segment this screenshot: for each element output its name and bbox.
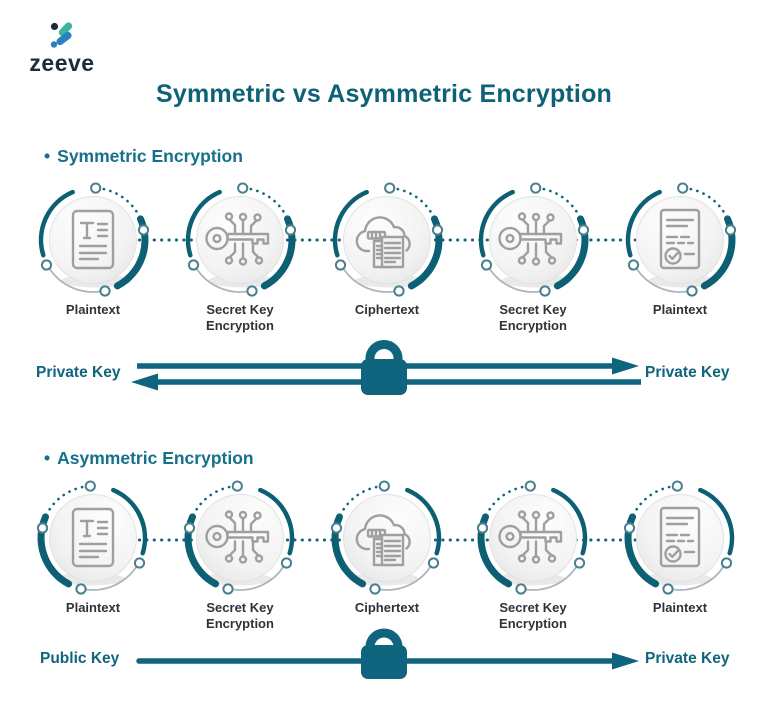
step-label: Secret Key Encryption: [206, 302, 274, 334]
symmetric-heading-text: Symmetric Encryption: [57, 146, 243, 166]
step-circle: [180, 180, 300, 300]
step-circle: [473, 478, 593, 598]
step-label: Plaintext: [65, 302, 121, 317]
step-circle: [327, 478, 447, 598]
step-circle: [180, 478, 300, 598]
step-label: Plaintext: [652, 600, 708, 615]
step-label: Ciphertext: [354, 600, 420, 615]
arrow-right-icon: [612, 652, 639, 670]
step-circle: [473, 180, 593, 300]
asymmetric-section-heading: • Asymmetric Encryption: [44, 448, 254, 469]
zeeve-logo-icon: [50, 22, 73, 48]
step-circle: [33, 478, 153, 598]
step-circle: [620, 478, 740, 598]
asymmetric-step-decrypt: Secret Key Encryption: [458, 478, 608, 633]
symmetric-step-plaintext-end: Plaintext: [605, 180, 755, 318]
asymmetric-step-plaintext-end: Plaintext: [605, 478, 755, 616]
zeeve-wordmark: zeeve: [29, 50, 95, 76]
asymmetric-left-key-label: Public Key: [40, 650, 120, 667]
bullet: •: [44, 448, 51, 468]
page-title: Symmetric vs Asymmetric Encryption: [155, 80, 613, 108]
symmetric-step-encrypt: Secret Key Encryption: [165, 180, 315, 335]
step-circle: [33, 180, 153, 300]
asymmetric-heading-text: Asymmetric Encryption: [57, 448, 254, 468]
padlock-icon: [361, 628, 407, 679]
asymmetric-key-exchange-arrow: [136, 628, 639, 679]
arrow-left-icon: [131, 373, 158, 391]
symmetric-section-heading: • Symmetric Encryption: [44, 146, 243, 167]
symmetric-step-plaintext-start: Plaintext: [18, 180, 168, 318]
arrow-right-icon: [612, 357, 639, 375]
asymmetric-step-encrypt: Secret Key Encryption: [165, 478, 315, 633]
zeeve-logo: zeeve: [26, 22, 98, 75]
asymmetric-right-key-label: Private Key: [645, 650, 730, 667]
step-circle: [620, 180, 740, 300]
asymmetric-step-ciphertext: Ciphertext: [312, 478, 462, 616]
step-label: Ciphertext: [354, 302, 420, 317]
symmetric-right-key-label: Private Key: [645, 364, 730, 381]
step-label: Plaintext: [65, 600, 121, 615]
bullet: •: [44, 146, 51, 166]
symmetric-step-ciphertext: Ciphertext: [312, 180, 462, 318]
symmetric-left-key-label: Private Key: [36, 364, 121, 381]
padlock-icon: [361, 340, 407, 395]
step-label: Plaintext: [652, 302, 708, 317]
symmetric-key-exchange-arrows: [131, 340, 641, 395]
symmetric-step-decrypt: Secret Key Encryption: [458, 180, 608, 335]
step-label: Secret Key Encryption: [499, 600, 567, 632]
asymmetric-step-plaintext-start: Plaintext: [18, 478, 168, 616]
step-circle: [327, 180, 447, 300]
step-label: Secret Key Encryption: [206, 600, 274, 632]
step-label: Secret Key Encryption: [499, 302, 567, 334]
